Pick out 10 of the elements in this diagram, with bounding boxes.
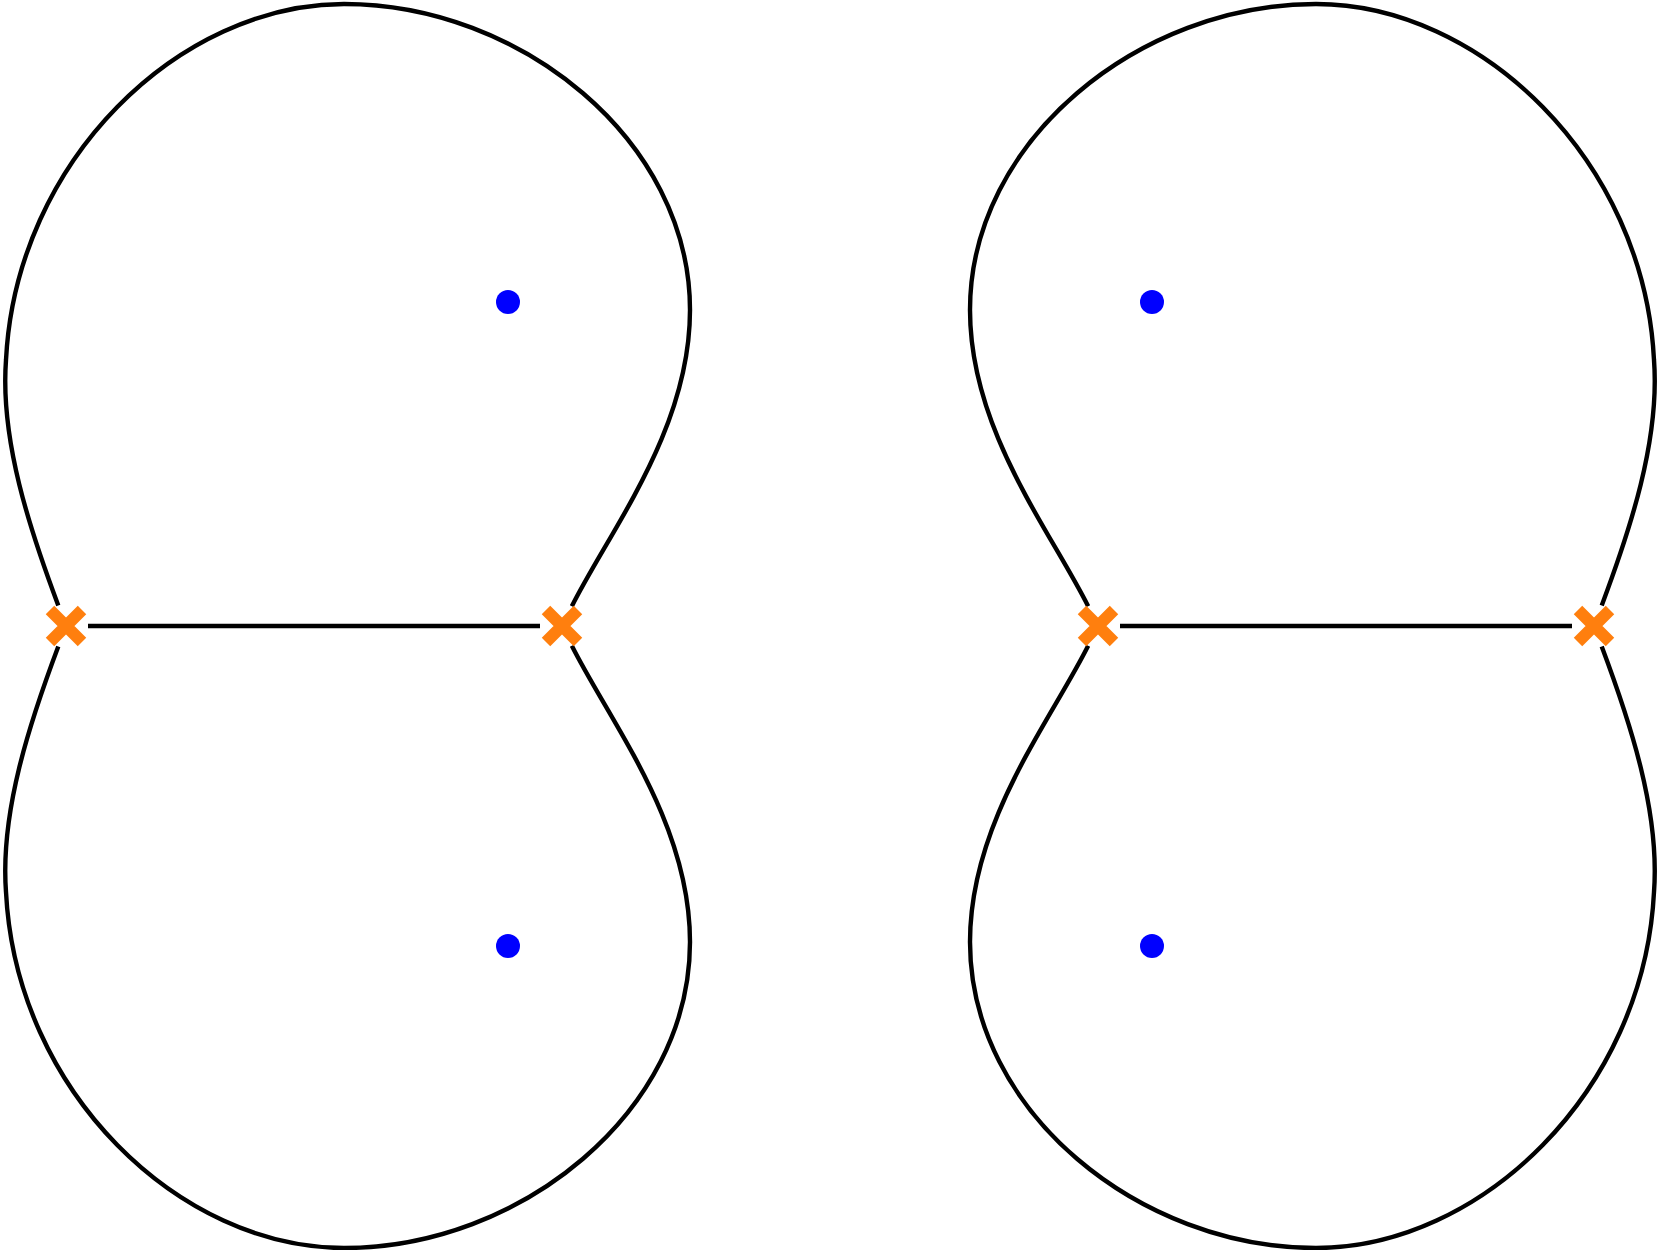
line — [1120, 623, 1572, 629]
cross-marker — [42, 602, 90, 650]
line — [88, 623, 540, 629]
cross-marker — [538, 602, 586, 650]
curve — [967, 644, 1657, 1250]
curve — [3, 1, 693, 608]
cross-marker — [1570, 602, 1618, 650]
cross-marker — [1074, 602, 1122, 650]
curve — [967, 1, 1657, 608]
curve — [3, 644, 693, 1250]
